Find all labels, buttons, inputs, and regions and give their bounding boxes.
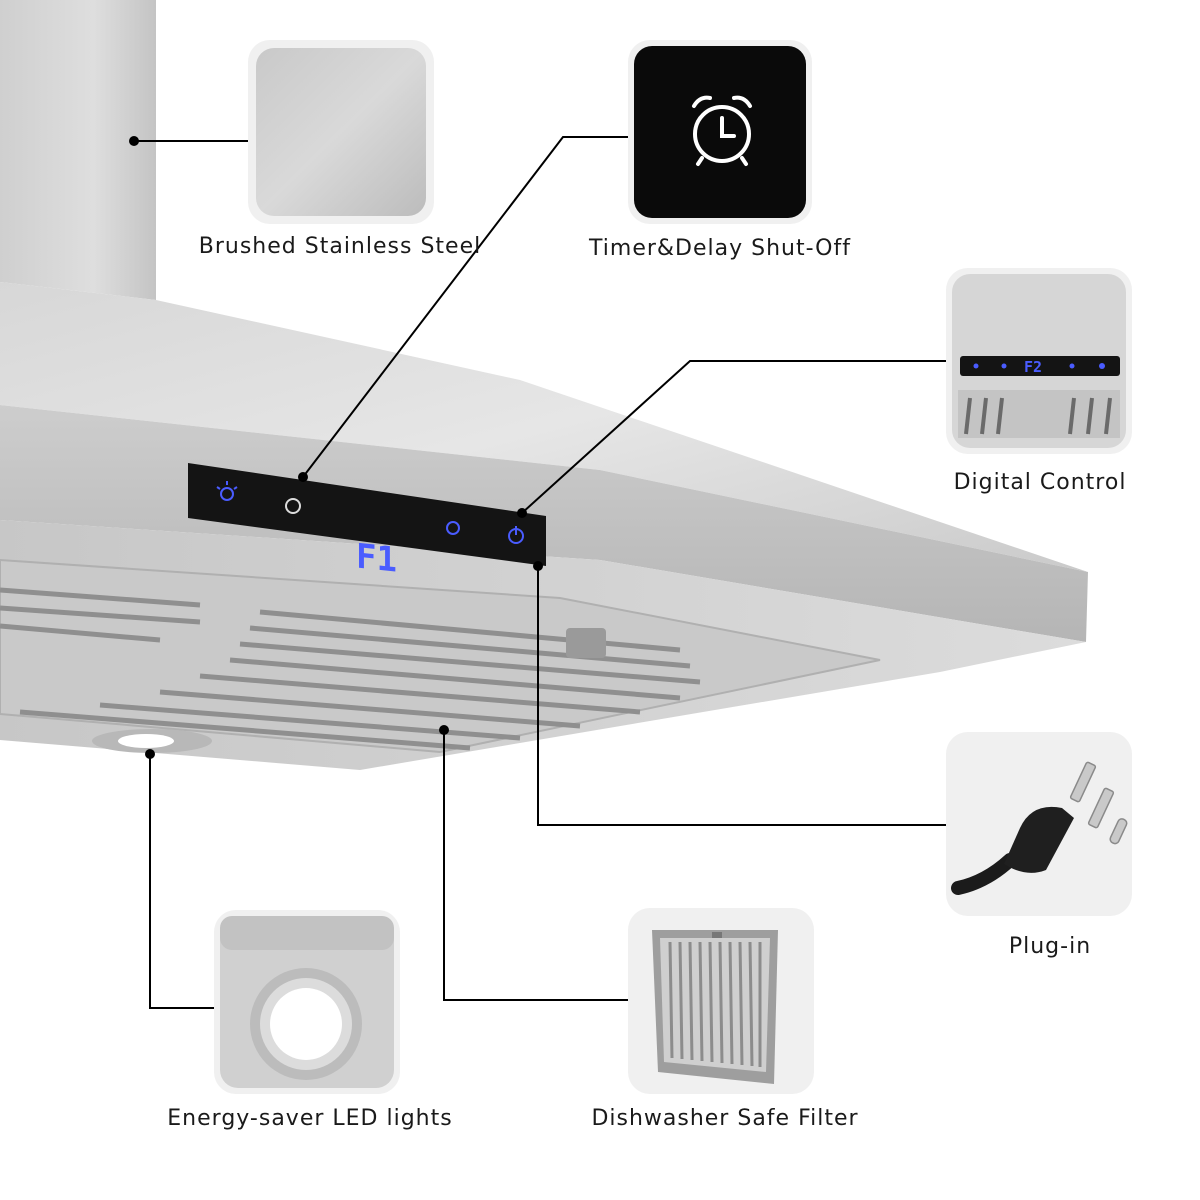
leader-dots (129, 136, 543, 759)
led-card (214, 910, 400, 1094)
digital-card: F2 (946, 268, 1132, 454)
timer-icon[interactable] (285, 498, 301, 514)
timer-card-art (634, 46, 806, 218)
control-panel[interactable] (188, 463, 546, 566)
digital-label: Digital Control (953, 470, 1127, 495)
leader-led (149, 754, 214, 1009)
hood-canopy (0, 282, 1088, 572)
steel-label: Brushed Stainless Steel (198, 234, 482, 259)
leader-timer (302, 136, 628, 478)
alarm-clock-icon (692, 95, 752, 166)
hood-filter-panel (0, 558, 881, 754)
steel-card (248, 40, 434, 224)
filter-label: Dishwasher Safe Filter (591, 1106, 859, 1131)
filter-card (628, 908, 814, 1094)
led-bulb (270, 988, 342, 1060)
leader-filter (443, 730, 628, 1001)
baffle-filter-icon (652, 930, 778, 1084)
leader-digital (521, 360, 946, 514)
led-card-art (220, 916, 394, 1088)
leader-lines (134, 136, 946, 1009)
digital-inset-display: F2 (1024, 358, 1042, 376)
light-icon[interactable] (220, 487, 234, 501)
hood-led-lens (118, 734, 174, 748)
filter-slats (0, 587, 701, 751)
control-display: F1 (356, 537, 397, 581)
control-panel-icons (216, 481, 524, 544)
leader-plug (537, 566, 946, 826)
fan-icon[interactable] (446, 521, 460, 535)
plug-icon (951, 761, 1128, 895)
steel-swatch (256, 48, 426, 216)
timer-card (628, 40, 812, 224)
led-label: Energy-saver LED lights (167, 1106, 453, 1131)
plug-card (946, 732, 1132, 916)
hood-clip (566, 628, 606, 658)
timer-label: Timer&Delay Shut-Off (589, 236, 851, 261)
digital-card-art: F2 (952, 274, 1126, 448)
hood-chimney (0, 0, 156, 300)
plug-label: Plug-in (1008, 934, 1092, 959)
